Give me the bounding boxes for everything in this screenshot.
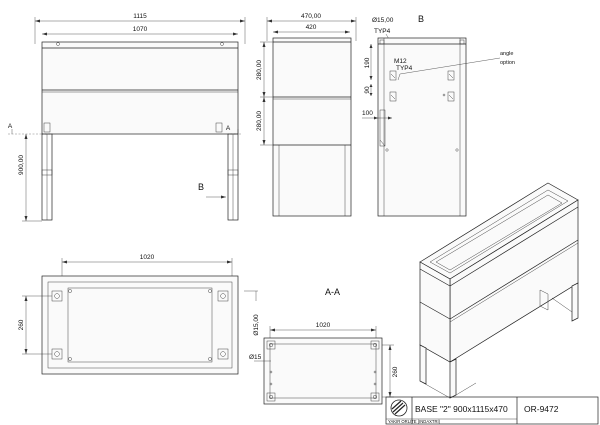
title-block: BASE "2" 900x1115x470 OR-9472 YAKIR ORLI… xyxy=(385,396,599,425)
angle-note-line2: option xyxy=(500,60,515,66)
section-label-a-left: A xyxy=(8,123,13,130)
dim-aa-hole: Ø15 xyxy=(249,354,262,361)
angle-note-line1: angle xyxy=(500,51,513,57)
section-label-b-lower: B xyxy=(198,182,204,192)
top-view: 1020 260 Ø15,00 xyxy=(18,254,260,375)
section-arrow-b-lower: B xyxy=(198,182,226,199)
dim-aa-depth: 260 xyxy=(392,366,399,377)
side-view: 470,00 420 280,00 280,00 xyxy=(256,13,357,217)
drawing-title: BASE "2" 900x1115x470 xyxy=(415,404,508,414)
typ-label-2: TYP4 xyxy=(396,65,413,72)
company-name: YAKIR ORLITE (INDAXTRI) xyxy=(388,419,441,424)
dim-top-width: 1020 xyxy=(140,254,155,261)
isometric-view xyxy=(419,182,579,399)
view-b-label: B xyxy=(418,14,424,24)
dim-aa-width: 1020 xyxy=(316,322,331,329)
dim-190: 190 xyxy=(364,57,371,68)
dim-height: 900,00 xyxy=(18,155,25,175)
dim-top-hole: Ø15,00 xyxy=(253,314,260,336)
section-label-a-right: A xyxy=(226,125,231,132)
thread-label: M12 xyxy=(394,58,407,65)
company-logo-icon xyxy=(390,399,408,417)
dim-100: 100 xyxy=(362,110,373,117)
dim-inner-depth: 420 xyxy=(306,24,317,31)
dim-depth: 470,00 xyxy=(301,13,321,20)
dim-90: 90 xyxy=(364,86,371,94)
view-b: B Ø15,00 TYP4 190 M12 TYP4 90 1 xyxy=(362,14,515,217)
dim-top-depth: 260 xyxy=(18,319,25,330)
front-view: 1115 1070 A A 900,00 xyxy=(8,13,246,222)
dim-lower-panel: 280,00 xyxy=(256,111,263,131)
dim-upper-panel: 280,00 xyxy=(256,60,263,80)
typ-label-1: TYP4 xyxy=(374,28,391,35)
section-aa-label: A-A xyxy=(325,287,340,297)
dim-hole-b: Ø15,00 xyxy=(372,17,394,24)
drawing-code: OR-9472 xyxy=(524,404,559,414)
dim-inner-width: 1070 xyxy=(133,26,148,33)
section-aa: A-A 1020 Ø15 260 xyxy=(249,287,399,405)
dim-total-width: 1115 xyxy=(133,13,147,20)
